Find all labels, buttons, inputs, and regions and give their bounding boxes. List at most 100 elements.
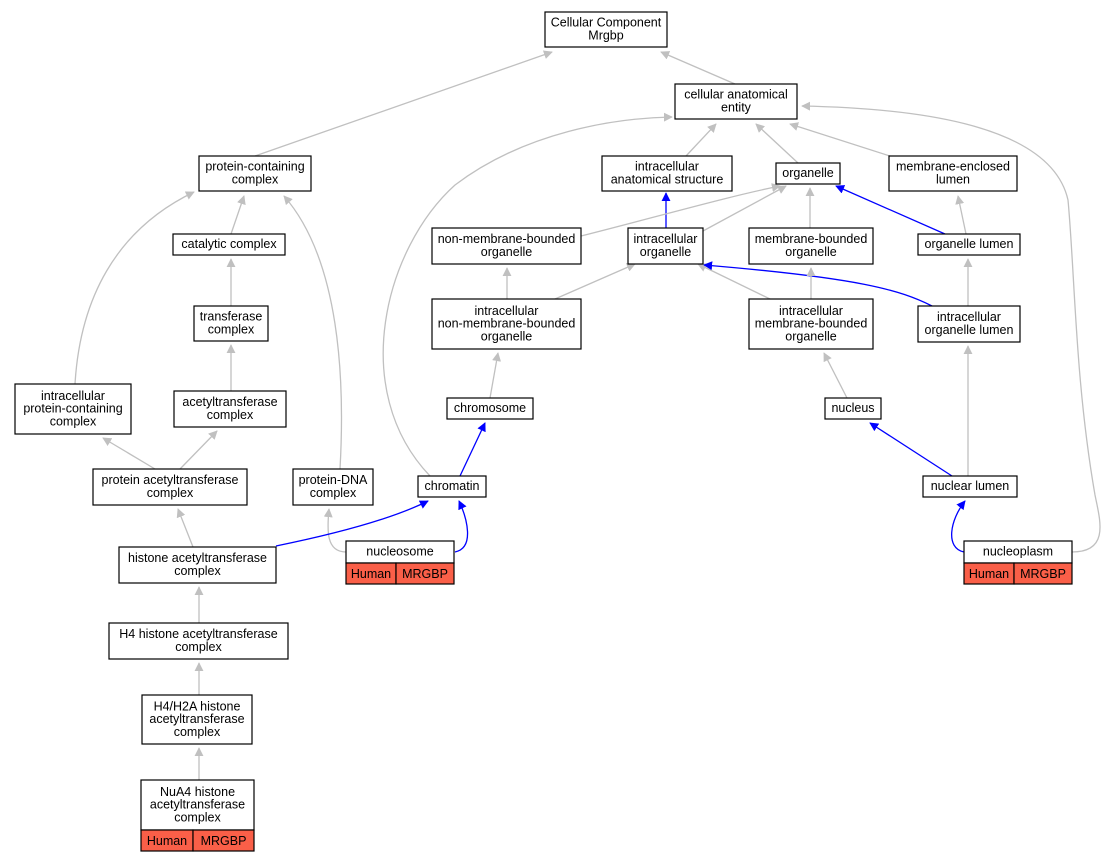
edge-imbo-io [697, 263, 771, 300]
node-ol[interactable]: organelle lumen [917, 233, 1021, 256]
node-box [173, 390, 287, 428]
annotation-gene-cell [1013, 562, 1073, 585]
node-label-line: intracellular [937, 310, 1001, 324]
node-box [141, 694, 253, 745]
edge-iol-io [703, 261, 933, 307]
node-box [674, 83, 798, 120]
annotation-species-label: Human [969, 567, 1009, 581]
node-label-line: Mrgbp [588, 28, 623, 42]
node-nucleus[interactable]: nucleus [824, 397, 882, 420]
node-label-line: anatomical structure [611, 172, 724, 186]
edge-ol-organelle [835, 185, 946, 235]
node-box [917, 305, 1021, 343]
annotation-species-label: Human [351, 567, 391, 581]
node-label-line: cellular anatomical [684, 88, 788, 102]
node-nua4[interactable]: NuA4 histoneacetyltransferasecomplexHuma… [140, 779, 255, 852]
node-label-line: complex [310, 486, 357, 500]
node-label-line: protein acetyltransferase [102, 473, 239, 487]
node-label-line: organelle lumen [925, 237, 1014, 251]
node-box [431, 298, 582, 350]
edge-mel-cae [789, 122, 891, 157]
node-label-line: nucleoplasm [983, 545, 1053, 559]
node-catalytic[interactable]: catalytic complex [172, 233, 286, 256]
node-box [627, 227, 704, 265]
node-label-line: intracellular [635, 160, 699, 174]
edge-nucleoplasm-cae [801, 101, 1101, 553]
edge-nuclumen-nucleus [869, 422, 953, 477]
edge-catalytic-pcc [230, 195, 246, 235]
annotation-species-label: Human [147, 834, 187, 848]
node-label-line: protein-DNA [299, 473, 368, 487]
node-box [917, 233, 1021, 256]
edge-ias-cae [685, 123, 717, 157]
node-label-line: catalytic complex [181, 237, 277, 251]
node-label-line: complex [50, 414, 97, 428]
node-label-line: complex [232, 172, 279, 186]
node-label-line: organelle [782, 166, 833, 180]
node-box [172, 233, 286, 256]
node-nuclumen[interactable]: nuclear lumen [922, 475, 1018, 498]
node-label-line: H4/H2A histone [154, 699, 241, 713]
node-label-line: complex [174, 725, 221, 739]
node-label-line: non-membrane-bounded [438, 317, 576, 331]
node-box [140, 779, 255, 831]
edge-cae-root [660, 51, 736, 85]
edge-inmbo-io [554, 263, 636, 300]
edge-pac-acetyl [179, 430, 218, 470]
node-label-line: Cellular Component [551, 16, 662, 30]
node-label-line: histone acetyltransferase [128, 551, 267, 565]
node-organelle[interactable]: organelle [775, 162, 841, 185]
node-label-line: organelle [640, 245, 691, 259]
node-box [748, 298, 874, 350]
node-label-line: membrane-bounded [755, 232, 868, 246]
node-label-line: complex [147, 486, 194, 500]
edge-hac-chromatin [275, 500, 429, 547]
node-label-line: membrane-enclosed [896, 160, 1010, 174]
edge-pdna-pcc [283, 195, 343, 470]
node-label-line: intracellular [41, 389, 105, 403]
node-label-line: entity [721, 100, 752, 114]
node-box [118, 546, 277, 584]
node-chromatin[interactable]: chromatin [417, 475, 487, 498]
node-chromosome[interactable]: chromosome [446, 397, 534, 420]
node-inmbo[interactable]: intracellularnon-membrane-boundedorganel… [431, 298, 582, 350]
node-label-line: protein-containing [205, 160, 304, 174]
edges [74, 50, 1101, 780]
node-label-line: complex [174, 810, 221, 824]
node-box [888, 155, 1018, 192]
node-label-line: nuclear lumen [931, 479, 1010, 493]
node-box [775, 162, 841, 185]
node-box [824, 397, 882, 420]
edge-nucleus-imbo [823, 352, 848, 399]
edge-nmbo-organelle [580, 183, 781, 237]
edge-nucleoplasm-nuclumen [951, 500, 966, 553]
node-label-line: nucleus [831, 401, 874, 415]
node-box [601, 155, 733, 192]
node-label-line: organelle [785, 245, 836, 259]
node-label-line: nucleosome [366, 545, 433, 559]
node-box [14, 383, 132, 435]
node-label-line: organelle lumen [925, 323, 1014, 337]
node-box [92, 468, 248, 506]
node-label-line: complex [175, 640, 222, 654]
